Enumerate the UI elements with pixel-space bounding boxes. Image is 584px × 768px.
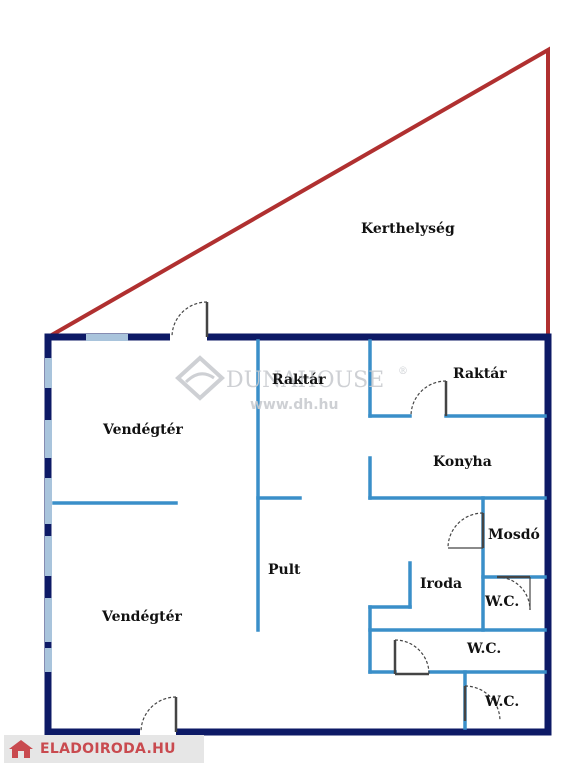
- watermark: DUNAHOUSE ® www.dh.hu: [175, 355, 408, 413]
- windows: [45, 334, 128, 672]
- door-wc-2: [393, 639, 430, 676]
- room-label-wc-1: W.C.: [484, 594, 519, 610]
- outer-wall: [44, 333, 552, 736]
- door-storage: [410, 380, 448, 417]
- room-labels: Kerthelység Raktár Raktár Vendégtér Kony…: [101, 221, 540, 710]
- door-entrance: [140, 696, 178, 733]
- room-label-storage-right: Raktár: [453, 366, 507, 382]
- footer-brand: ELADOIRODA.HU: [4, 735, 204, 763]
- door-wc-1: [496, 575, 531, 611]
- door-garden: [171, 301, 209, 338]
- door-wc-3: [463, 685, 501, 722]
- door-openings: [140, 333, 207, 736]
- watermark-mark: ®: [398, 366, 408, 377]
- room-label-wc-3: W.C.: [484, 694, 519, 710]
- door-washroom: [447, 512, 485, 549]
- room-label-garden: Kerthelység: [361, 221, 455, 237]
- room-label-kitchen: Konyha: [433, 454, 492, 470]
- room-label-storage-left: Raktár: [272, 372, 326, 388]
- room-label-wc-2: W.C.: [466, 641, 501, 657]
- footer-brand-text: ELADOIRODA.HU: [40, 741, 176, 757]
- room-label-counter: Pult: [268, 562, 301, 578]
- room-label-washroom: Mosdó: [488, 527, 540, 543]
- room-label-office: Iroda: [420, 576, 462, 592]
- watermark-url: www.dh.hu: [250, 397, 338, 413]
- dunahouse-logo-icon: [175, 355, 225, 401]
- house-icon: [9, 740, 33, 758]
- garden-outline: [49, 46, 550, 338]
- watermark-brand: DUNAHOUSE: [226, 368, 384, 393]
- door-swings: [140, 301, 531, 733]
- room-label-dining-top: Vendégtér: [102, 422, 184, 438]
- room-label-dining-bottom: Vendégtér: [101, 609, 183, 625]
